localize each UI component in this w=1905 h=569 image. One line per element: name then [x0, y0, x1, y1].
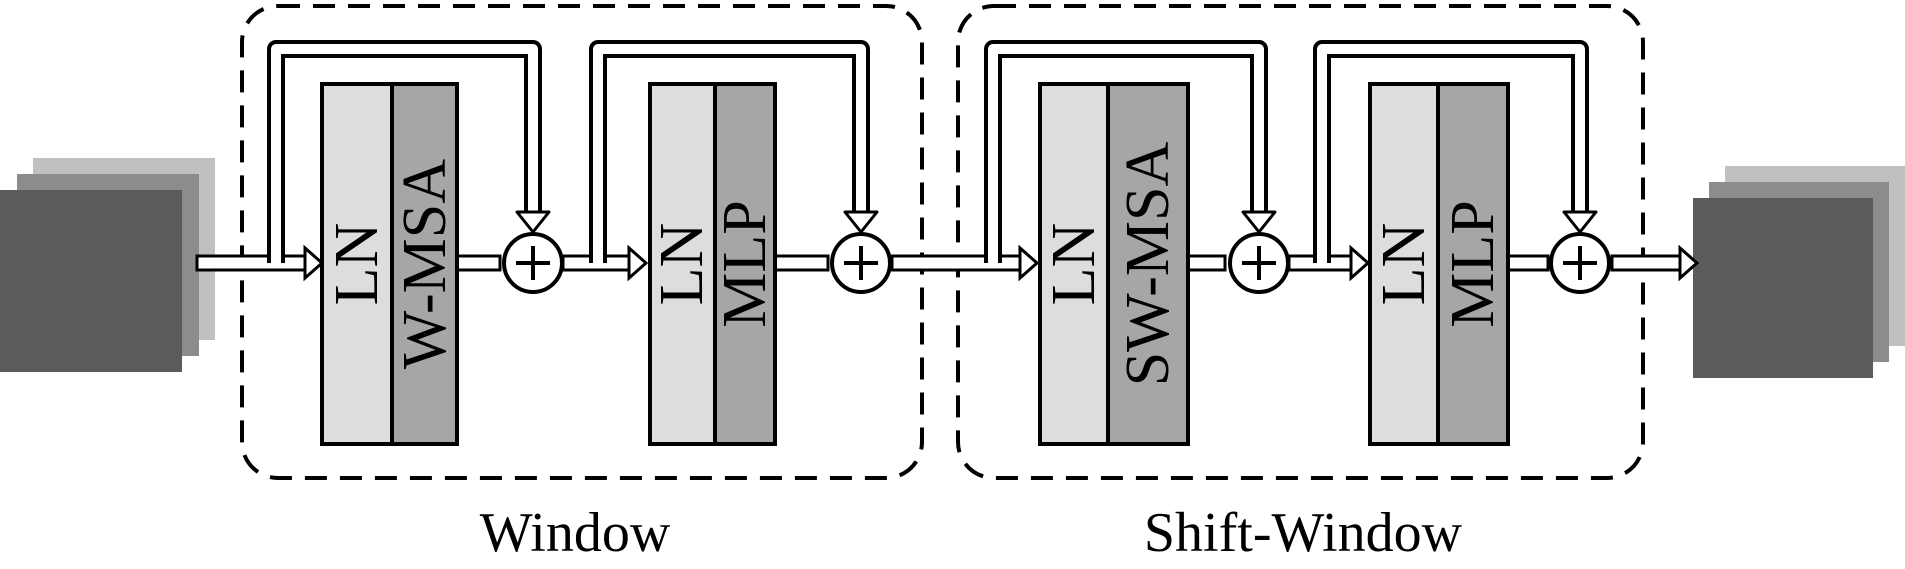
add-nodes	[502, 232, 1611, 294]
circled-plus-icon	[830, 232, 892, 294]
skip-connections	[267, 40, 1598, 263]
hollow-arrow-icon	[890, 244, 1040, 282]
hollow-arrow-icon	[1610, 244, 1700, 282]
skip-connection	[267, 40, 551, 263]
block-op-label: W-MSA	[391, 159, 459, 369]
block-ln-label: LN	[1370, 223, 1438, 306]
circled-plus-icon	[502, 232, 564, 294]
hollow-arrow-icon	[195, 244, 325, 282]
block-op-label: SW-MSA	[1114, 141, 1182, 386]
block-ln-wmsa: LN W-MSA	[320, 82, 459, 446]
block-ln-label: LN	[323, 223, 391, 306]
circled-plus-icon	[1228, 232, 1290, 294]
output-feature-map	[1693, 166, 1905, 378]
block-op-label: MLP	[711, 200, 779, 327]
block-ln-swmsa: LN SW-MSA	[1038, 82, 1190, 446]
window-group-label: Window	[480, 502, 671, 564]
circled-plus-icon	[1549, 232, 1611, 294]
block-ln-mlp: LN MLP	[648, 82, 779, 446]
block-ln-label: LN	[1040, 223, 1108, 306]
skip-connection	[1313, 40, 1598, 263]
block-ln-label: LN	[648, 223, 716, 306]
shift-window-group-label: Shift-Window	[1144, 502, 1463, 564]
block-op-label: MLP	[1439, 200, 1507, 327]
skip-connection	[589, 40, 879, 263]
shift-window-group-outline	[956, 4, 1645, 480]
input-feature-map	[0, 158, 215, 372]
block-ln-mlp-2: LN MLP	[1368, 82, 1510, 446]
skip-connection	[984, 40, 1277, 263]
